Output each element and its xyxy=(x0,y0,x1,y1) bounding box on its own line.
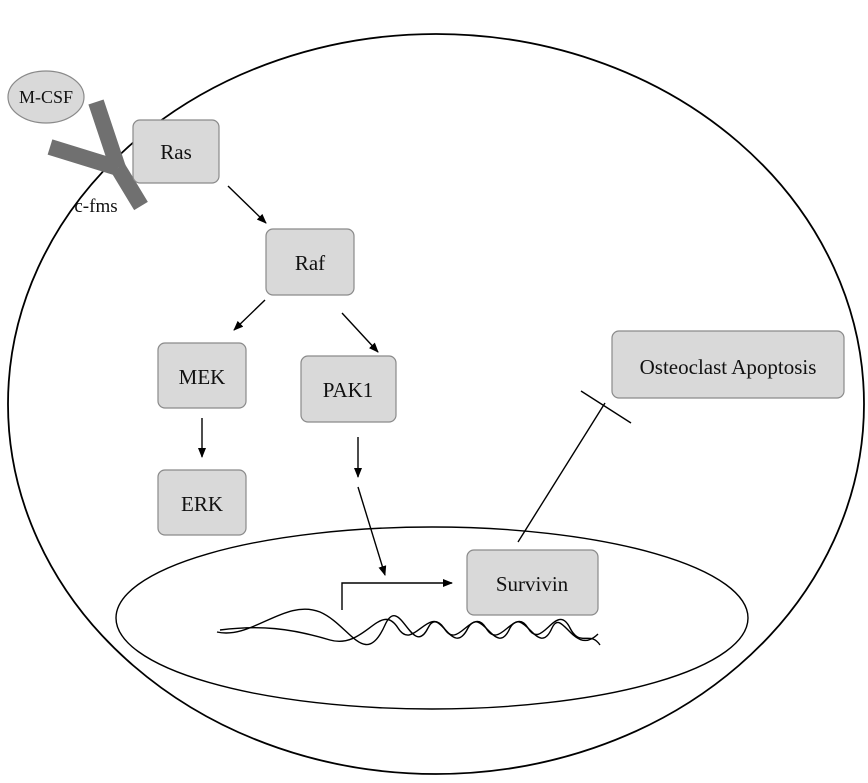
cell-membrane xyxy=(7,33,865,775)
mek-node: MEK xyxy=(157,342,247,409)
arrow-raf-pak1 xyxy=(341,312,379,353)
raf-node: Raf xyxy=(265,228,355,296)
t-bar-inhibition-icon xyxy=(517,390,632,543)
arrow-raf-mek xyxy=(233,299,266,331)
pak1-label: PAK1 xyxy=(323,378,374,402)
ras-label: Ras xyxy=(160,140,192,164)
survivin-label: Survivin xyxy=(496,572,569,596)
transcription-arrow xyxy=(341,579,453,610)
arrow-ras-raf xyxy=(227,185,267,224)
survivin-node: Survivin xyxy=(466,549,599,616)
mcsf-ellipse xyxy=(7,70,85,124)
apoptosis-label: Osteoclast Apoptosis xyxy=(640,355,817,379)
mcsf-ligand: M-CSF xyxy=(7,70,85,124)
erk-node: ERK xyxy=(157,469,247,536)
cfms-label: c-fms xyxy=(74,196,117,217)
pak1-node: PAK1 xyxy=(300,355,397,423)
ras-node: Ras xyxy=(132,119,220,184)
erk-label: ERK xyxy=(181,492,223,516)
mek-label: MEK xyxy=(179,365,226,389)
raf-label: Raf xyxy=(295,251,325,275)
mcsf-label: M-CSF xyxy=(19,87,73,107)
nucleus xyxy=(115,526,749,710)
y-shaped-receptor-icon xyxy=(47,99,148,211)
dna-double-helix-icon xyxy=(216,608,601,646)
arrow-to-nucleus xyxy=(357,486,387,576)
apoptosis-node: Osteoclast Apoptosis xyxy=(611,330,845,399)
